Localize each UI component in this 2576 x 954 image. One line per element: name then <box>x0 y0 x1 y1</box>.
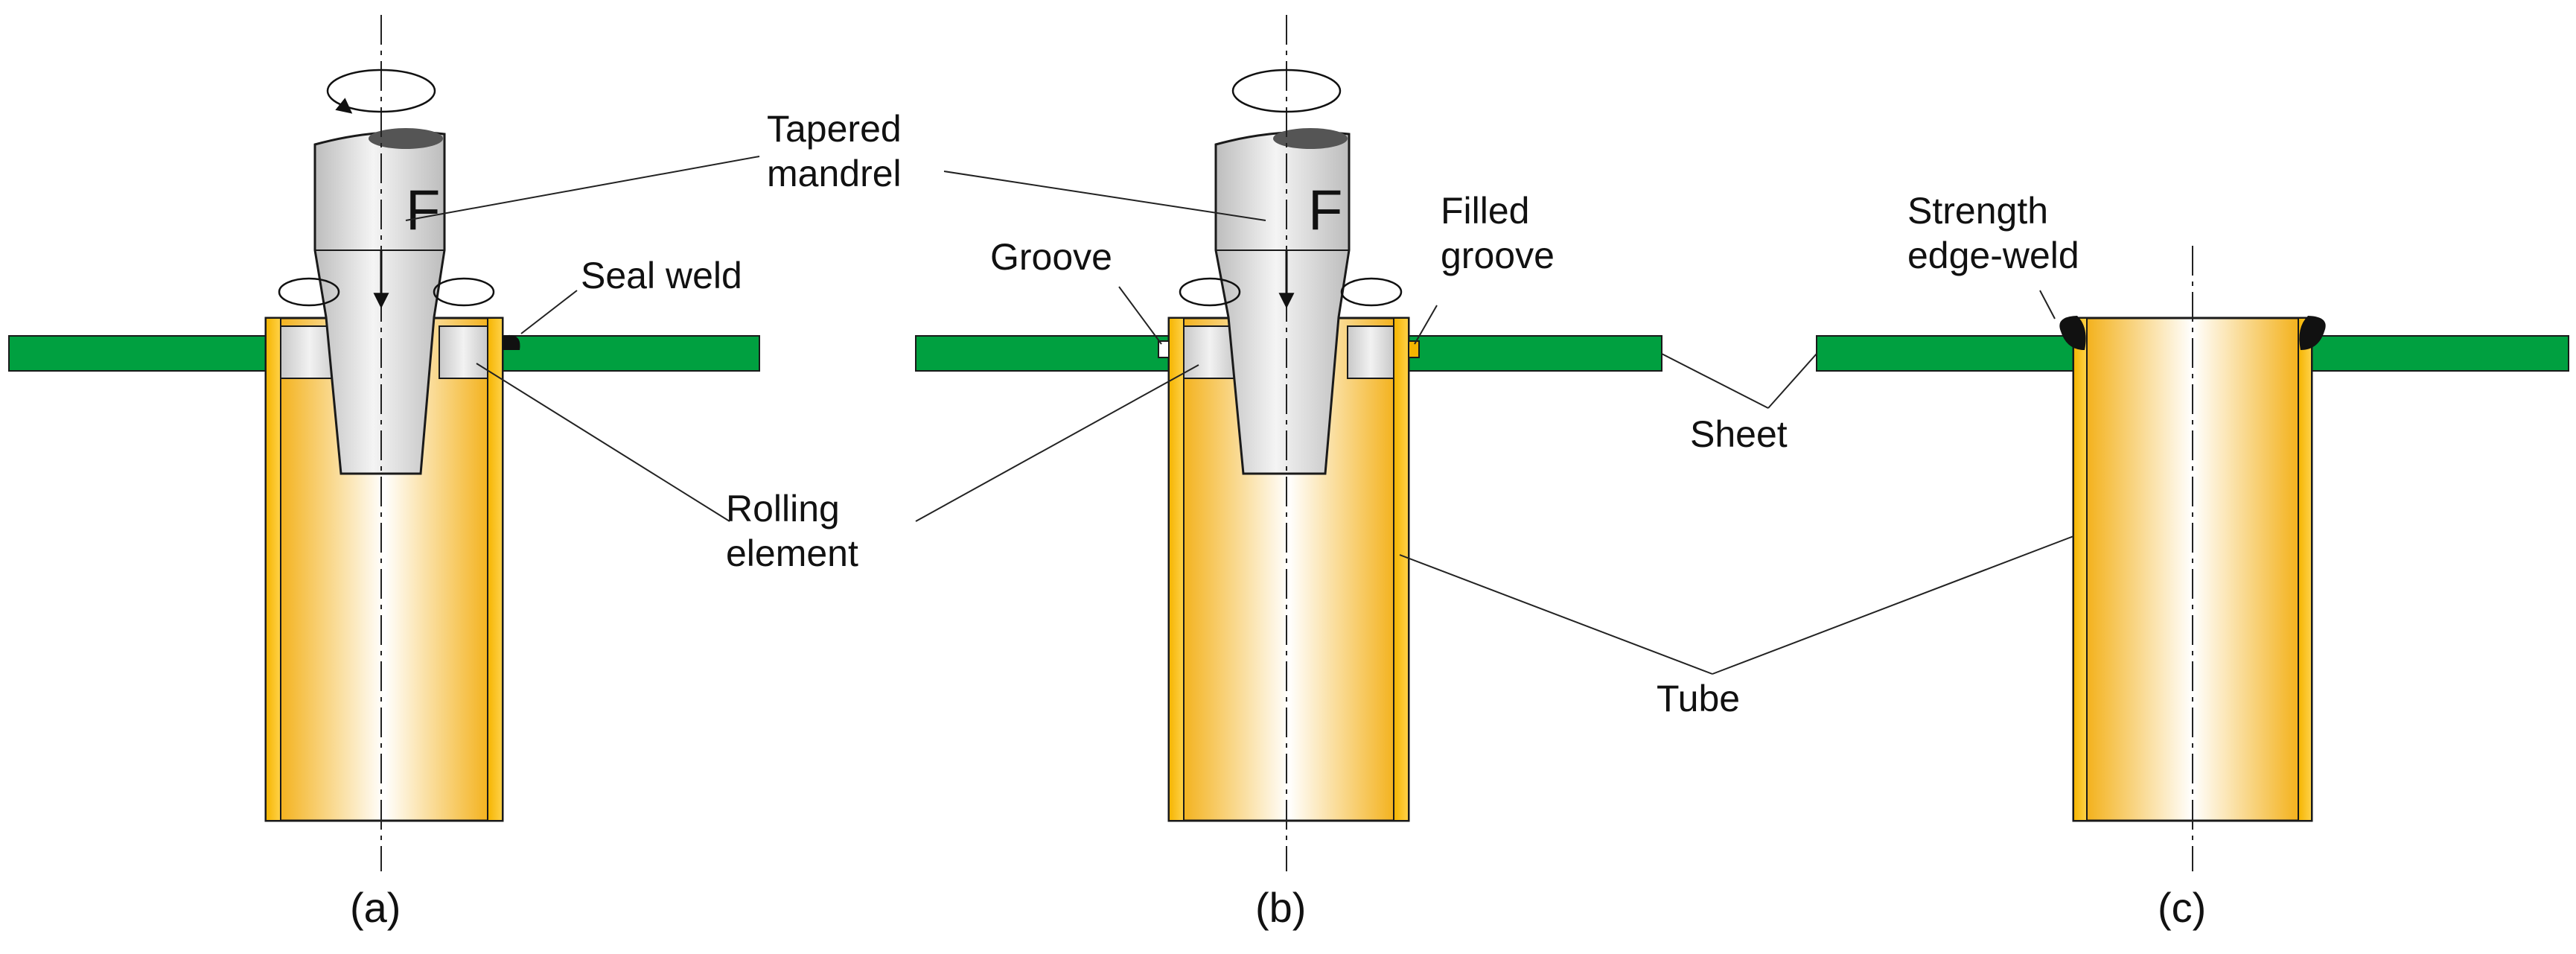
sheet-c-right <box>2311 335 2569 372</box>
mandrel-a-top <box>369 128 443 149</box>
filled-groove-b <box>1408 340 1420 358</box>
label-tube: Tube <box>1657 678 1740 719</box>
tube-a-wall-left <box>265 317 281 821</box>
label-sheet: Sheet <box>1690 413 1788 455</box>
tube-a-wall-right <box>487 317 503 821</box>
sheet-b-right <box>1408 335 1662 372</box>
label-tapered-2: mandrel <box>767 153 902 194</box>
rotation-arrow-icon-a-right <box>433 277 495 307</box>
tube-b-wall-right <box>1393 317 1409 821</box>
label-rolling-1: Rolling <box>726 488 840 530</box>
rotation-arrow-icon-b-left <box>1179 277 1241 307</box>
panel-c: Strength edge-weld (c) <box>1816 190 2569 931</box>
label-strength-2: edge-weld <box>1907 235 2079 276</box>
tube-b-wall-left <box>1168 317 1185 821</box>
seal-weld-a <box>503 334 520 350</box>
shared-labels: Sheet Tube <box>1399 353 2074 719</box>
force-label-a: F <box>406 179 440 242</box>
label-strength-1: Strength <box>1907 190 2048 232</box>
rolling-element-a-right <box>439 325 488 379</box>
rolling-element-b-left <box>1183 325 1237 379</box>
strength-weld-c-right <box>2299 316 2326 350</box>
label-filled-2: groove <box>1441 235 1555 276</box>
sheet-a-right <box>502 335 760 372</box>
sheet-a-left <box>8 335 267 372</box>
sheet-c-left <box>1816 335 2074 372</box>
caption-a: (a) <box>350 884 401 931</box>
mandrel-b-top <box>1273 128 1348 149</box>
label-rolling-2: element <box>726 532 858 574</box>
label-groove: Groove <box>990 236 1112 278</box>
label-seal-weld: Seal weld <box>581 255 742 296</box>
panel-a: F Tapered mandrel Seal weld Rolling elem… <box>8 15 902 931</box>
caption-b: (b) <box>1255 884 1306 931</box>
rotation-arrow-icon-b-right <box>1340 277 1403 307</box>
strength-weld-c-left <box>2059 316 2086 350</box>
rotation-arrow-icon-a <box>326 69 436 113</box>
label-filled-1: Filled <box>1441 190 1529 232</box>
tube-c-wall-left <box>2073 317 2088 821</box>
rotation-arrow-icon-b <box>1231 69 1342 113</box>
caption-c: (c) <box>2158 884 2206 931</box>
label-tapered-1: Tapered <box>767 108 902 150</box>
rotation-arrow-icon-a-left <box>278 277 340 307</box>
panel-b: F Groove Filled groove (b) <box>915 15 1662 931</box>
rolling-element-b-right <box>1347 325 1394 379</box>
tube-c-wall-right <box>2298 317 2312 821</box>
groove-b <box>1158 340 1170 358</box>
force-label-b: F <box>1308 179 1342 242</box>
sheet-b-left <box>915 335 1170 372</box>
